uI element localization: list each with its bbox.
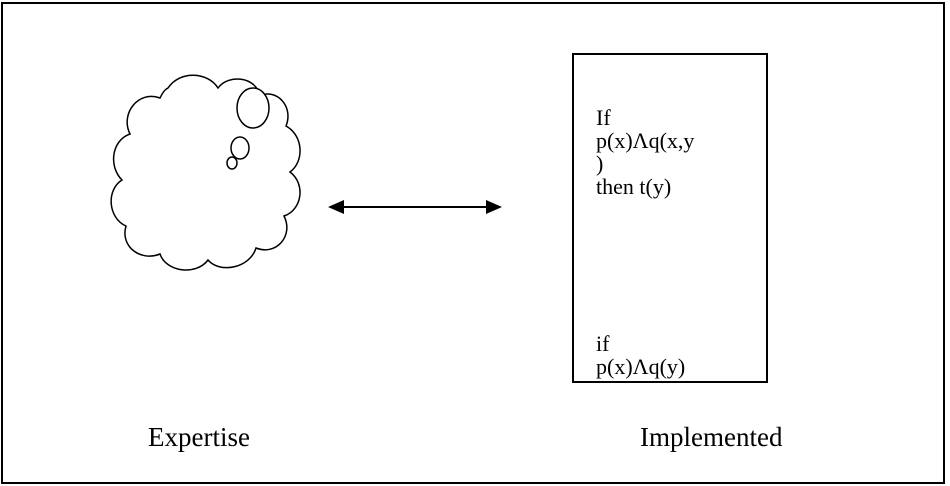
rule-text-1: If p(x)Λq(x,y ) then t(y) bbox=[596, 105, 695, 199]
arrow-head-left bbox=[328, 200, 344, 214]
thought-bubble-large bbox=[236, 87, 270, 129]
double-headed-arrow-icon bbox=[328, 200, 502, 214]
rule-text-2: if p(x)Λq(y) bbox=[596, 331, 686, 379]
thought-bubble-medium bbox=[230, 136, 250, 160]
caption-implemented: Implemented bbox=[640, 422, 783, 452]
caption-expertise: Expertise bbox=[148, 422, 250, 452]
implemented-rules-box: If p(x)Λq(x,y ) then t(y) if p(x)Λq(y) bbox=[572, 53, 768, 383]
thought-bubble-small bbox=[226, 156, 238, 170]
cloud-outline bbox=[110, 74, 301, 271]
arrow-head-right bbox=[486, 200, 502, 214]
thought-cloud-icon bbox=[110, 74, 301, 271]
